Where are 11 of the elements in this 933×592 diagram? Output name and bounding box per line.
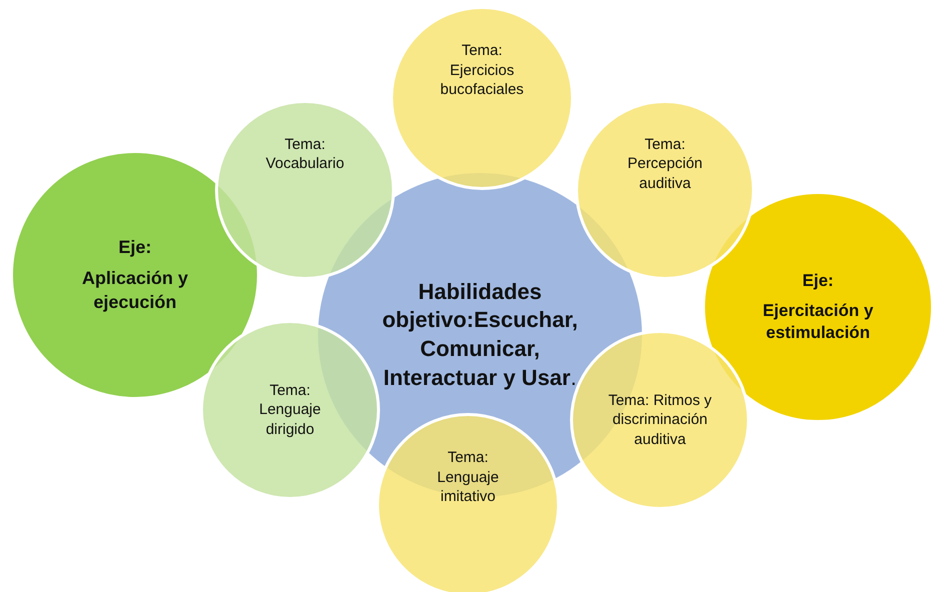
- label-text: Tema: Ritmos y discriminación auditiva: [607, 390, 713, 450]
- label-text: Habilidades objetivo:Escuchar, Comunicar, Interactuar y Usar.: [381, 278, 579, 392]
- label-text: Tema: Ejercicios bucofaciales: [439, 41, 525, 100]
- label-text: Tema: Lenguaje dirigido: [258, 380, 322, 440]
- label-text: Tema: Lenguaje imitativo: [436, 448, 500, 507]
- label-text: Ejercitación y estimulación: [762, 300, 874, 344]
- label-text: Aplicación y ejecución: [80, 267, 190, 314]
- label-text: Tema: Vocabulario: [264, 134, 346, 174]
- heading-text: Eje:: [118, 236, 152, 259]
- label-text: Tema: Percepción auditiva: [626, 134, 704, 193]
- heading-text: Eje:: [802, 270, 834, 292]
